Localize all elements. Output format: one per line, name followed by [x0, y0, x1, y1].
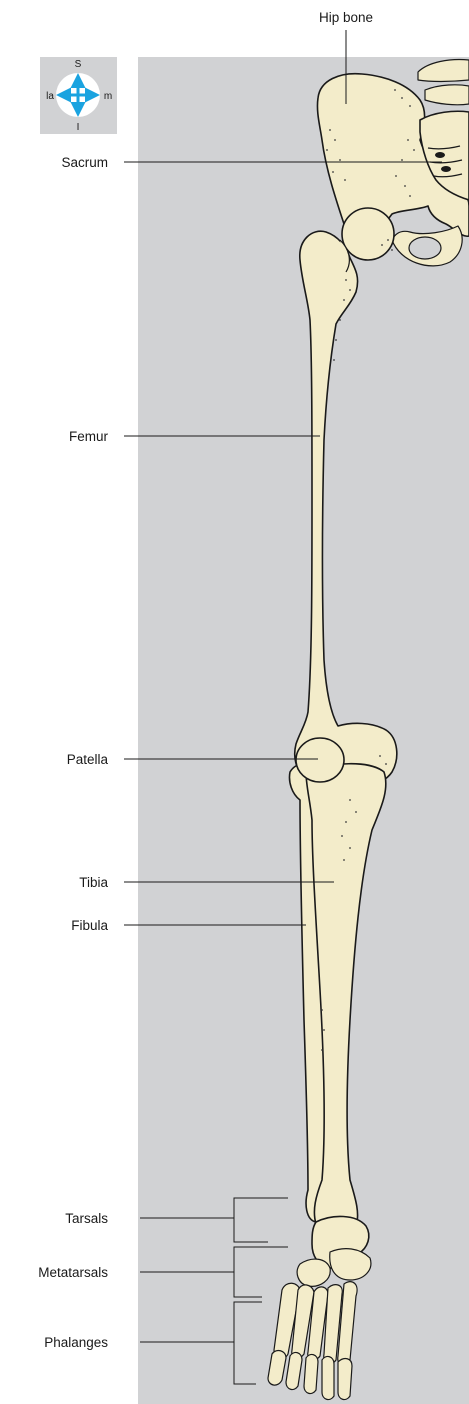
orientation-compass: S I la m [40, 57, 117, 134]
label-tarsals: Tarsals [65, 1211, 108, 1226]
compass-superior-label: S [75, 59, 82, 70]
compass-inferior-label: I [77, 122, 80, 133]
label-fibula: Fibula [71, 918, 108, 933]
compass-medial-label: m [104, 91, 112, 102]
label-femur: Femur [69, 429, 109, 444]
label-hip-bone: Hip bone [319, 10, 373, 25]
compass-lateral-label: la [46, 91, 54, 102]
label-metatarsals: Metatarsals [38, 1265, 108, 1280]
label-tibia: Tibia [79, 875, 108, 890]
label-sacrum: Sacrum [61, 155, 108, 170]
label-patella: Patella [67, 752, 109, 767]
patella [296, 738, 344, 782]
label-phalanges: Phalanges [44, 1335, 108, 1350]
metatarsals [274, 1282, 357, 1365]
